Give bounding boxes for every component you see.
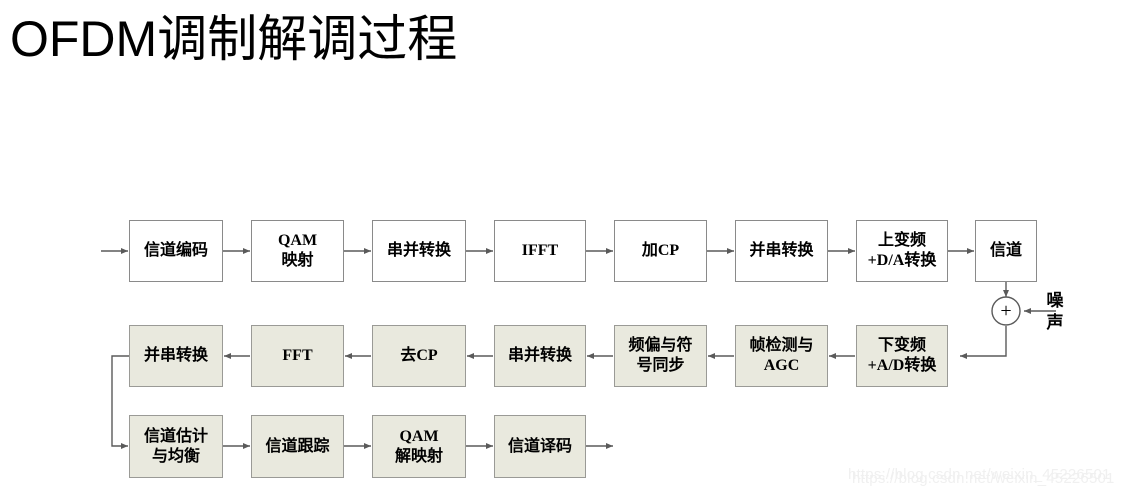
block-frame-detect-agc[interactable]: 帧检测与 AGC <box>735 325 828 387</box>
block-label-line1: IFFT <box>521 242 559 259</box>
block-fft[interactable]: FFT <box>251 325 344 387</box>
block-label-line2: AGC <box>763 357 800 374</box>
block-label-line2: +A/D转换 <box>867 357 937 374</box>
block-label-line1: 并串转换 <box>143 347 208 364</box>
block-label-line1: 信道估计 <box>143 427 208 445</box>
block-label-line1: QAM <box>399 427 439 445</box>
block-label-line1: QAM <box>277 232 318 249</box>
block-label-line1: 去CP <box>400 347 438 364</box>
block-label-line2: 解映射 <box>394 447 443 465</box>
block-label-line2: 与均衡 <box>151 447 200 465</box>
block-label-line1: 加CP <box>641 242 680 259</box>
watermark-text-shadow: https://blog.csdn.net/weixin_45226501 <box>852 470 1115 487</box>
block-label-line1: 串并转换 <box>507 347 572 364</box>
block-label-line2: +D/A转换 <box>867 252 937 269</box>
block-channel-tracking[interactable]: 信道跟踪 <box>251 415 344 478</box>
block-label-line1: 信道编码 <box>143 242 208 259</box>
block-channel-estimation-eq[interactable]: 信道估计 与均衡 <box>129 415 223 478</box>
block-label-line1: 并串转换 <box>749 242 814 259</box>
block-label-line1: 信道跟踪 <box>265 437 330 455</box>
block-serial-to-parallel-tx[interactable]: 串并转换 <box>372 220 466 282</box>
block-label-line1: 频偏与符 <box>628 337 693 354</box>
block-serial-to-parallel-rx[interactable]: 串并转换 <box>494 325 586 387</box>
block-label-line1: 串并转换 <box>386 242 451 259</box>
block-up-convert-da[interactable]: 上变频 +D/A转换 <box>856 220 948 282</box>
block-remove-cp[interactable]: 去CP <box>372 325 466 387</box>
block-label-line1: FFT <box>282 347 313 364</box>
block-label-line1: 上变频 <box>877 232 926 249</box>
summing-junction-plus-symbol: + <box>1000 300 1012 322</box>
block-qam-demapping[interactable]: QAM 解映射 <box>372 415 466 478</box>
block-freq-offset-sync[interactable]: 频偏与符 号同步 <box>614 325 707 387</box>
block-label-line2: 映射 <box>281 252 314 269</box>
noise-label-line1: 噪 <box>1046 291 1064 310</box>
block-parallel-to-serial-rx[interactable]: 并串转换 <box>129 325 223 387</box>
block-label-line1: 信道译码 <box>507 437 572 455</box>
block-label-line1: 帧检测与 <box>749 337 814 354</box>
block-channel[interactable]: 信道 <box>975 220 1037 282</box>
noise-label-line2: 声 <box>1046 313 1064 332</box>
block-ifft[interactable]: IFFT <box>494 220 586 282</box>
block-down-convert-ad[interactable]: 下变频 +A/D转换 <box>856 325 948 387</box>
block-label-line1: 信道 <box>989 242 1022 259</box>
block-parallel-to-serial-tx[interactable]: 并串转换 <box>735 220 828 282</box>
block-label-line1: 下变频 <box>877 337 926 354</box>
block-channel-decoding[interactable]: 信道译码 <box>494 415 586 478</box>
page-title: OFDM调制解调过程 <box>10 11 458 67</box>
block-qam-mapping[interactable]: QAM 映射 <box>251 220 344 282</box>
block-add-cp[interactable]: 加CP <box>614 220 707 282</box>
block-label-line2: 号同步 <box>636 357 685 374</box>
block-channel-coding[interactable]: 信道编码 <box>129 220 223 282</box>
watermark-text: https://blog.csdn.net/weixin_45226501 <box>848 466 1111 483</box>
